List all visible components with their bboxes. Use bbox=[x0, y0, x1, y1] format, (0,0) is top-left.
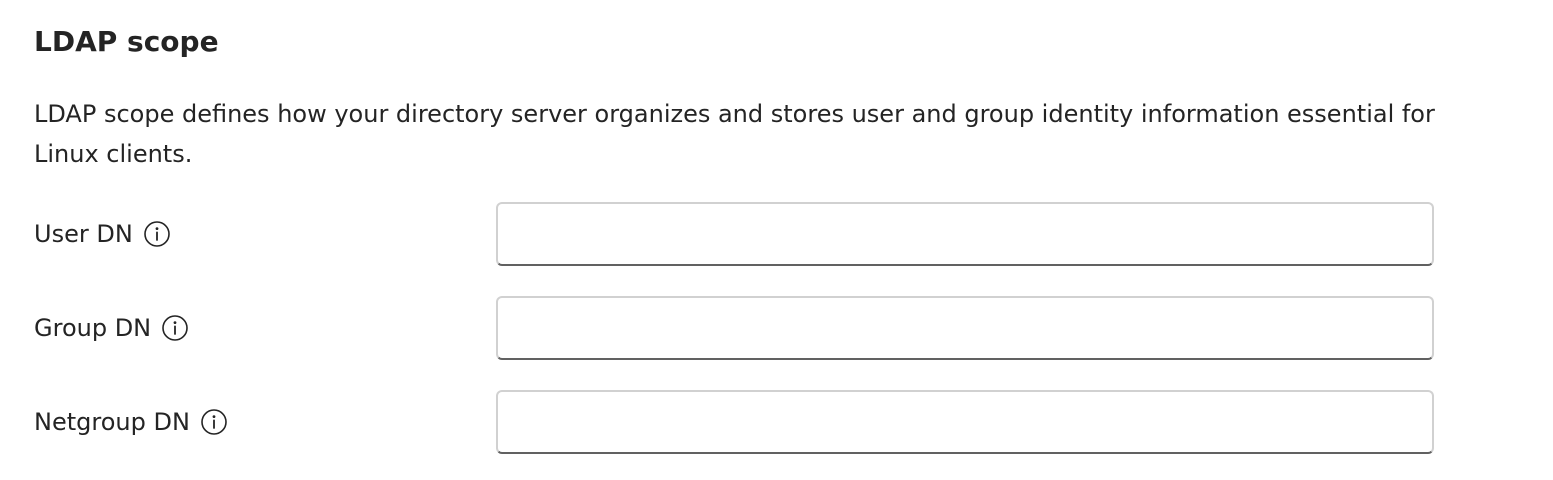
info-icon[interactable] bbox=[143, 220, 171, 248]
user-dn-input[interactable] bbox=[496, 202, 1434, 266]
user-dn-label-group: User DN bbox=[34, 202, 171, 266]
group-dn-label: Group DN bbox=[34, 314, 152, 342]
group-dn-row: Group DN bbox=[34, 296, 1434, 360]
info-icon[interactable] bbox=[161, 314, 189, 342]
section-description: LDAP scope defines how your directory se… bbox=[34, 100, 1435, 168]
netgroup-dn-label: Netgroup DN bbox=[34, 408, 190, 436]
netgroup-dn-label-group: Netgroup DN bbox=[34, 390, 228, 454]
user-dn-row: User DN bbox=[34, 202, 1434, 266]
group-dn-label-group: Group DN bbox=[34, 296, 189, 360]
user-dn-label: User DN bbox=[34, 220, 133, 248]
group-dn-input[interactable] bbox=[496, 296, 1434, 360]
info-icon[interactable] bbox=[200, 408, 228, 436]
section-title: LDAP scope bbox=[34, 25, 219, 58]
netgroup-dn-row: Netgroup DN bbox=[34, 390, 1434, 454]
netgroup-dn-input[interactable] bbox=[496, 390, 1434, 454]
